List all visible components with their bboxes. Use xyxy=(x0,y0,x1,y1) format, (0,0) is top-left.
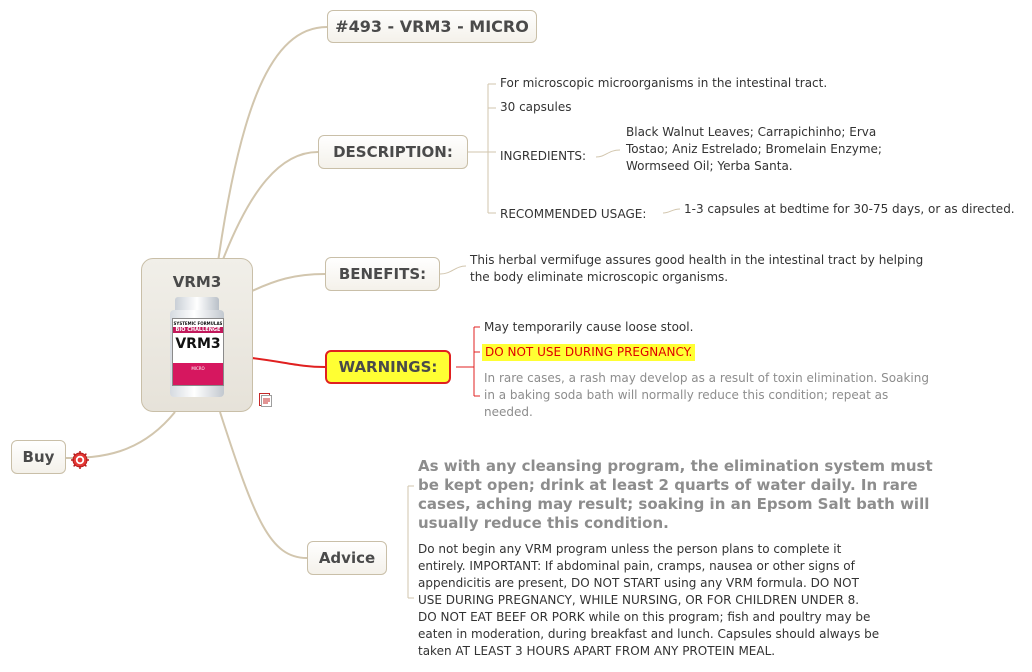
warning-pregnancy: DO NOT USE DURING PREGNANCY. xyxy=(482,344,696,361)
ingredients-list: Black Walnut Leaves; Carrapichinho; Erva… xyxy=(626,124,882,175)
topic-benefits[interactable]: BENEFITS: xyxy=(325,257,440,291)
topic-benefits-label: BENEFITS: xyxy=(338,265,427,283)
target-icon[interactable] xyxy=(71,451,89,469)
product-bottle-image: SYSTEMIC FORMULAS BIO CHALLENGE VRM3 MIC… xyxy=(169,297,225,397)
label-product-name: VRM3 xyxy=(175,336,221,352)
central-topic[interactable]: VRM3 SYSTEMIC FORMULAS BIO CHALLENGE VRM… xyxy=(141,258,253,412)
bottle-body: SYSTEMIC FORMULAS BIO CHALLENGE VRM3 MIC… xyxy=(170,310,224,397)
topic-title-label: #493 - VRM3 - MICRO xyxy=(335,17,529,36)
topic-advice[interactable]: Advice xyxy=(307,541,387,575)
bottle-cap xyxy=(175,297,219,311)
topic-warnings[interactable]: WARNINGS: xyxy=(325,350,451,384)
advice-headline-line: usually reduce this condition. xyxy=(418,514,669,532)
label-band: MICRO xyxy=(173,363,223,385)
benefits-text: This herbal vermifuge assures good healt… xyxy=(470,252,923,286)
advice-body-line: appendicitis are present, DO NOT START u… xyxy=(418,576,859,590)
advice-body: Do not begin any VRM program unless the … xyxy=(418,541,879,660)
topic-description[interactable]: DESCRIPTION: xyxy=(318,135,468,169)
usage-label: RECOMMENDED USAGE: xyxy=(500,207,647,221)
topic-buy-label: Buy xyxy=(22,448,55,466)
topic-title[interactable]: #493 - VRM3 - MICRO xyxy=(327,10,537,43)
central-topic-title: VRM3 xyxy=(172,273,222,291)
label-brand: SYSTEMIC FORMULAS xyxy=(173,321,223,326)
advice-body-line: entirely. IMPORTANT: If abdominal pain, … xyxy=(418,559,855,573)
description-count: 30 capsules xyxy=(500,100,572,114)
benefits-line: the body eliminate microscopic organisms… xyxy=(470,270,729,284)
branch-advice xyxy=(219,411,308,559)
bottle-label: SYSTEMIC FORMULAS BIO CHALLENGE VRM3 MIC… xyxy=(172,318,224,386)
usage-text: 1-3 capsules at bedtime for 30-75 days, … xyxy=(684,202,1015,216)
ingredients-label: INGREDIENTS: xyxy=(500,149,587,163)
ingredients-line: Tostao; Aniz Estrelado; Bromelain Enzyme… xyxy=(626,142,882,156)
note-icon[interactable] xyxy=(259,392,272,407)
benefits-line: This herbal vermifuge assures good healt… xyxy=(470,253,924,267)
warning-rash: In rare cases, a rash may develop as a r… xyxy=(484,370,929,421)
ingredients-line: Wormseed Oil; Yerba Santa. xyxy=(626,159,793,173)
advice-body-line: DO NOT EAT BEEF OR PORK while on this pr… xyxy=(418,610,871,624)
label-line: BIO CHALLENGE xyxy=(173,327,223,333)
warning-rash-line: needed. xyxy=(484,405,533,419)
branch-warnings xyxy=(251,357,326,368)
description-purpose: For microscopic microorganisms in the in… xyxy=(500,76,828,90)
advice-headline: As with any cleansing program, the elimi… xyxy=(418,457,933,533)
topic-warnings-label: WARNINGS: xyxy=(338,358,438,376)
branch-benefits xyxy=(249,273,326,293)
ingredients-line: Black Walnut Leaves; Carrapichinho; Erva xyxy=(626,125,877,139)
branch-title xyxy=(217,26,328,263)
topic-description-label: DESCRIPTION: xyxy=(333,143,453,161)
advice-body-line: eaten in moderation, during breakfast an… xyxy=(418,627,880,641)
warning-rash-line: In rare cases, a rash may develop as a r… xyxy=(484,371,929,385)
advice-headline-line: As with any cleansing program, the elimi… xyxy=(418,457,933,475)
label-sub: MICRO xyxy=(191,366,205,371)
topic-buy[interactable]: Buy xyxy=(11,440,66,474)
warning-stool: May temporarily cause loose stool. xyxy=(484,320,694,334)
advice-body-line: taken AT LEAST 3 HOURS APART FROM ANY PR… xyxy=(418,644,776,658)
warning-rash-line: in a baking soda bath will normally redu… xyxy=(484,388,889,402)
topic-advice-label: Advice xyxy=(318,549,376,567)
advice-headline-line: cases, aching may result; soaking in an … xyxy=(418,495,930,513)
advice-body-line: Do not begin any VRM program unless the … xyxy=(418,542,842,556)
advice-headline-line: be kept open; drink at least 2 quarts of… xyxy=(418,476,918,494)
advice-body-line: USE DURING PREGNANCY, WHILE NURSING, OR … xyxy=(418,593,860,607)
branch-description xyxy=(221,151,319,263)
